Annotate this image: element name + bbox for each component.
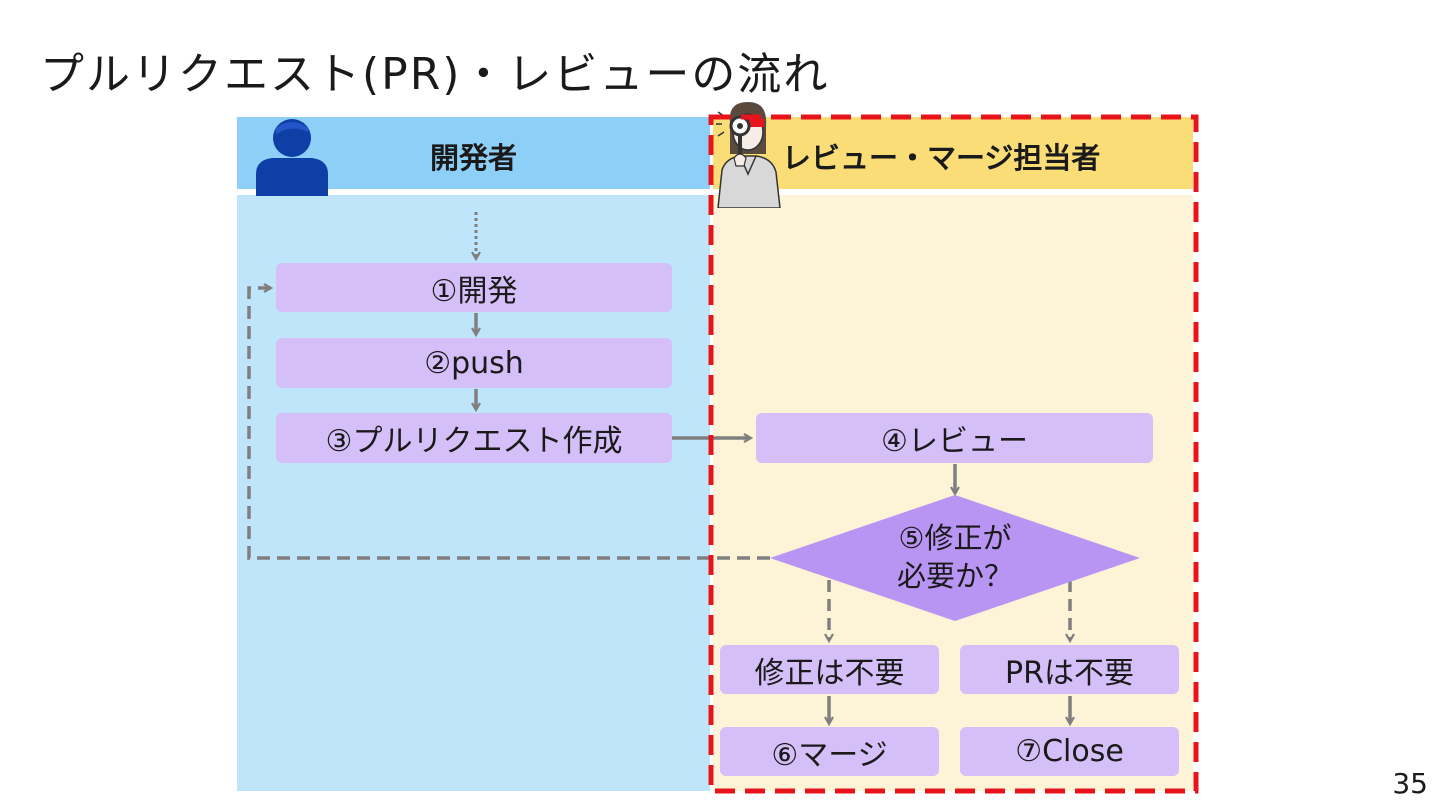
step-push: ②push xyxy=(276,338,672,388)
decision-label-line2: 必要か？ xyxy=(896,559,1013,593)
decision-label: ⑤修正が 必要か？ xyxy=(855,519,1055,595)
outcome-no-fix-needed: 修正は不要 xyxy=(720,645,939,694)
step-close: ⑦Close xyxy=(960,727,1179,776)
reviewer-highlight-border xyxy=(708,114,1199,794)
arrow-feedback-loop xyxy=(247,288,770,560)
step-develop: ①開発 xyxy=(276,263,672,312)
developer-lane-label: 開発者 xyxy=(430,141,518,175)
outcome-pr-not-needed: PRは不要 xyxy=(960,645,1179,694)
developer-person-icon xyxy=(256,119,328,196)
decision-label-line1: ⑤修正が xyxy=(898,521,1012,555)
step-create-pull-request: ③プルリクエスト作成 xyxy=(276,413,672,463)
step-review: ④レビュー xyxy=(756,413,1153,463)
reviewer-lane-header xyxy=(713,117,1193,189)
decision-diamond xyxy=(770,495,1140,621)
reviewer-lane-label: レビュー・マージ担当者 xyxy=(782,141,1101,175)
page-number: 35 xyxy=(1392,767,1428,800)
slide-title: プルリクエスト(PR)・レビューの流れ xyxy=(40,49,830,100)
step-merge: ⑥マージ xyxy=(720,727,939,776)
